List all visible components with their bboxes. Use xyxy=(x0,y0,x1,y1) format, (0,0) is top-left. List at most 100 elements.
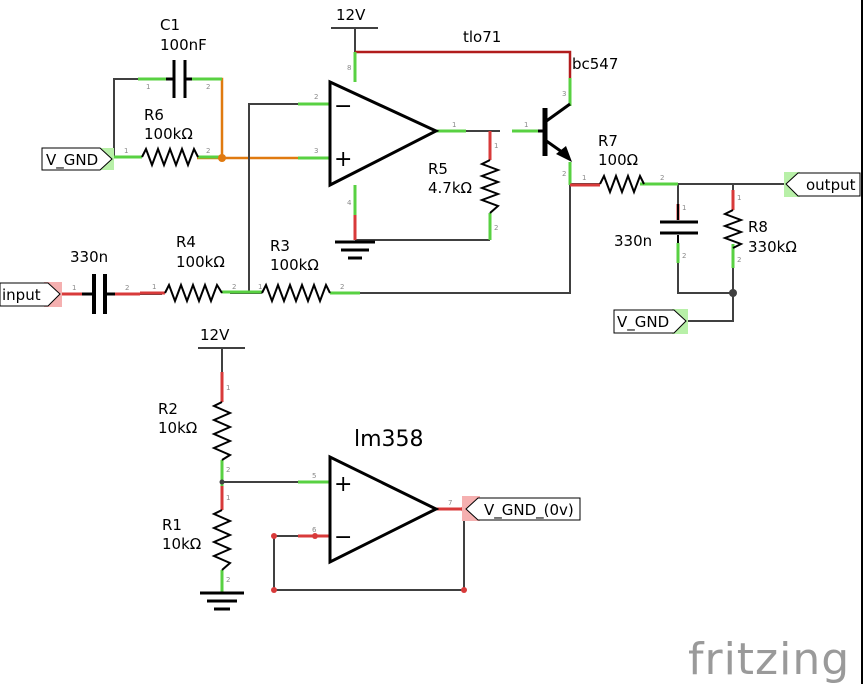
r8-pin2: 2 xyxy=(737,256,741,264)
r4-name-label: R4 xyxy=(176,233,196,251)
r2-pin1: 1 xyxy=(226,384,230,392)
u2-pin7: 7 xyxy=(448,499,452,507)
output-label: output xyxy=(806,176,856,194)
junction-feedback-br xyxy=(461,587,467,593)
c1-pin2: 2 xyxy=(206,83,210,91)
r2-pin2: 2 xyxy=(226,466,230,474)
q-pin1: 1 xyxy=(524,121,528,129)
cin-value-label: 330n xyxy=(70,248,108,266)
junction-feedback-bl xyxy=(271,587,277,593)
junction-u2-minus xyxy=(312,533,318,539)
q-pin2: 2 xyxy=(562,170,566,178)
r6-value-label: 100kΩ xyxy=(144,125,193,143)
r6-pin1: 1 xyxy=(124,147,128,155)
u2-plus-sign: + xyxy=(334,472,352,497)
port-vgnd-right[interactable]: V_GND xyxy=(613,309,688,334)
resistor-r3[interactable] xyxy=(261,282,331,304)
resistor-r5[interactable] xyxy=(479,159,501,214)
resistor-r6[interactable] xyxy=(141,146,199,168)
wire-cout-bottom[interactable] xyxy=(677,263,733,294)
capacitor-in[interactable] xyxy=(82,274,115,314)
r3-name-label: R3 xyxy=(270,237,290,255)
r3-pin1: 1 xyxy=(258,283,262,291)
u1-pin2: 2 xyxy=(314,93,318,101)
r3-pin2: 2 xyxy=(340,283,344,291)
resistor-r2[interactable] xyxy=(211,401,233,461)
supply-top-label: 12V xyxy=(336,6,366,24)
opamp-u2[interactable]: + − xyxy=(328,454,440,565)
cin-pin2: 2 xyxy=(125,284,129,292)
r5-value-label: 4.7kΩ xyxy=(428,179,472,197)
r1-pin2: 2 xyxy=(226,576,230,584)
r8-name-label: R8 xyxy=(748,218,768,236)
r1-name-label: R1 xyxy=(162,516,182,534)
supply-bottom-label: 12V xyxy=(200,326,230,344)
opamp-top-label: tlo71 xyxy=(463,28,501,46)
r4-pin2: 2 xyxy=(232,283,236,291)
wire-12v-collector[interactable] xyxy=(355,50,572,78)
junction-feedback-tl xyxy=(271,533,277,539)
opamp-u1[interactable]: − + xyxy=(328,79,440,188)
r5-pin2: 2 xyxy=(494,224,498,232)
u2-pin5: 5 xyxy=(312,472,316,480)
r5-name-label: R5 xyxy=(428,160,448,178)
transistor-bc547[interactable] xyxy=(538,102,572,162)
u1-pin3: 3 xyxy=(314,147,318,155)
ground-symbol-top xyxy=(335,240,375,260)
r4-value-label: 100kΩ xyxy=(176,253,225,271)
wire-r8-vgnd[interactable] xyxy=(688,268,734,322)
capacitor-c1[interactable] xyxy=(166,60,192,98)
port-vgnd-out[interactable]: V_GND_(0v) xyxy=(462,496,581,521)
cout-pin1: 1 xyxy=(682,204,686,212)
resistor-r8[interactable] xyxy=(722,209,744,249)
r8-pin1: 1 xyxy=(737,194,741,202)
r4-pin1: 1 xyxy=(152,283,156,291)
u1-plus-sign: + xyxy=(334,147,352,172)
r7-pin2: 2 xyxy=(660,174,664,182)
pin-stubs xyxy=(60,52,735,592)
r1-value-label: 10kΩ xyxy=(162,535,201,553)
junction-dot xyxy=(218,154,226,162)
junction-divider xyxy=(219,479,225,485)
vgnd-right-label: V_GND xyxy=(617,313,669,332)
q-pin3: 3 xyxy=(562,90,566,98)
r7-name-label: R7 xyxy=(598,132,618,150)
port-input[interactable]: input xyxy=(0,282,62,307)
resistor-r4[interactable] xyxy=(164,282,223,304)
cout-pin2: 2 xyxy=(682,252,686,260)
cin-pin1: 1 xyxy=(72,284,76,292)
junction-dot-r8 xyxy=(729,289,737,297)
input-label: input xyxy=(2,286,41,304)
u1-pin1: 1 xyxy=(452,121,456,129)
capacitor-out[interactable] xyxy=(660,204,698,243)
r2-value-label: 10kΩ xyxy=(158,419,197,437)
u1-pin4: 4 xyxy=(347,199,352,207)
resistor-r7[interactable] xyxy=(599,173,645,195)
fritzing-logo: fritzing xyxy=(688,634,850,684)
port-vgnd-left[interactable]: V_GND xyxy=(41,147,114,171)
u1-minus-sign: − xyxy=(334,94,352,119)
r7-value-label: 100Ω xyxy=(598,151,638,169)
r6-name-label: R6 xyxy=(144,106,164,124)
ground-symbol-bottom xyxy=(200,591,244,611)
transistor-label: bc547 xyxy=(572,55,618,73)
r1-pin1: 1 xyxy=(226,494,230,502)
resistor-r1[interactable] xyxy=(211,509,233,571)
vgnd-out-label: V_GND_(0v) xyxy=(484,501,574,520)
r2-name-label: R2 xyxy=(158,400,178,418)
r3-value-label: 100kΩ xyxy=(270,256,319,274)
u2-minus-sign: − xyxy=(334,525,352,550)
opamp-bottom-label: lm358 xyxy=(354,427,424,452)
wire-emitter-feedback[interactable] xyxy=(344,185,571,294)
c1-value-label: 100nF xyxy=(160,36,207,54)
r6-pin2: 2 xyxy=(206,147,210,155)
wire-u2-feedback[interactable] xyxy=(273,509,465,591)
vgnd-left-label: V_GND xyxy=(46,151,98,170)
r8-value-label: 330kΩ xyxy=(748,238,797,256)
wire-c1-left[interactable] xyxy=(113,78,144,157)
u1-pin8: 8 xyxy=(347,64,351,72)
u2-pin6: 6 xyxy=(312,526,317,534)
port-output[interactable]: output xyxy=(784,172,861,197)
c1-name-label: C1 xyxy=(160,16,180,34)
